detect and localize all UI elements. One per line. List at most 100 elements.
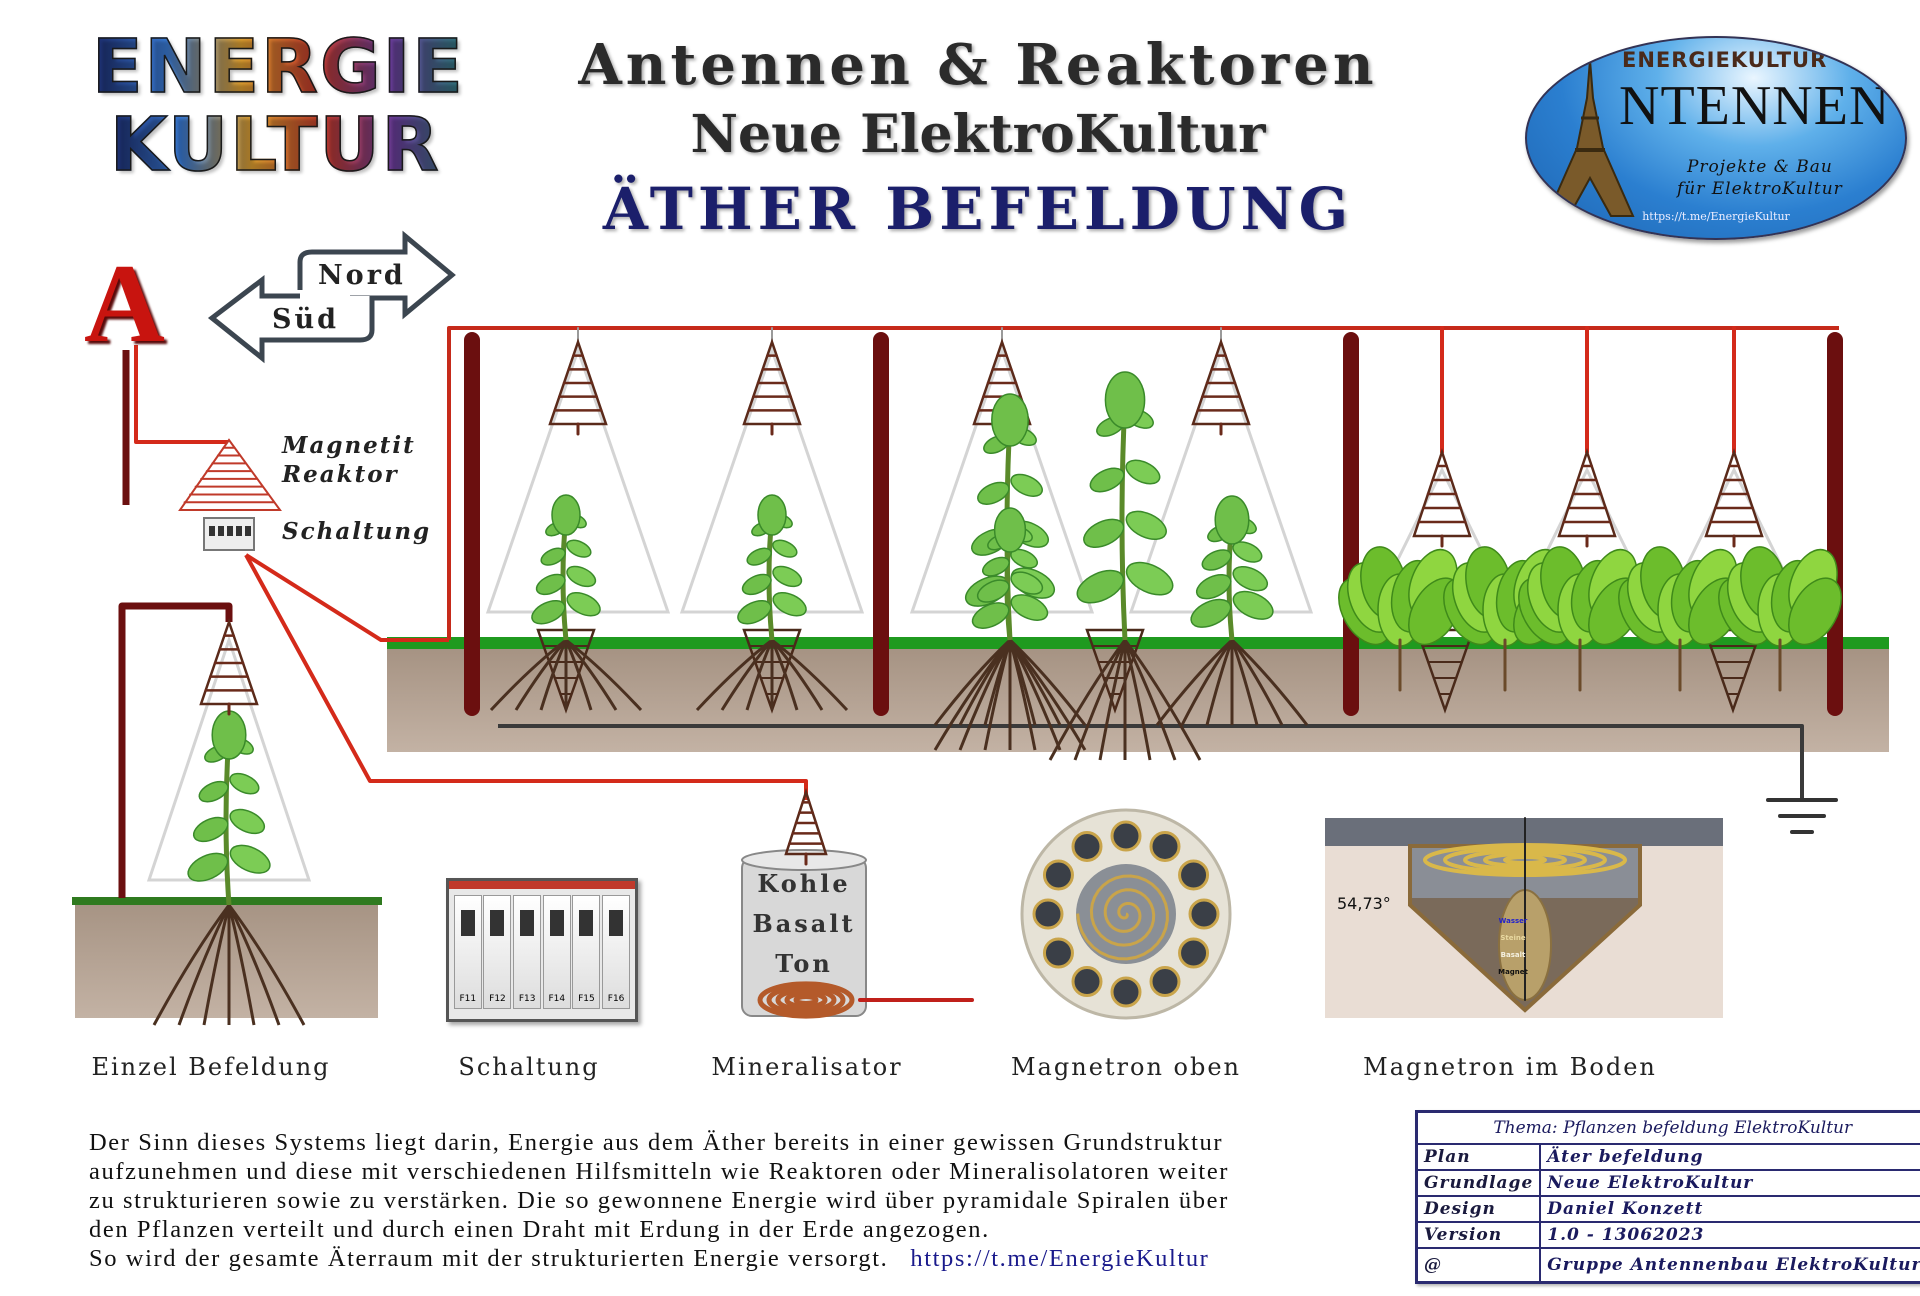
root xyxy=(770,639,824,711)
leaf xyxy=(1232,541,1263,563)
leaf xyxy=(198,780,229,803)
magnetit-label: Magnetit xyxy=(282,432,416,459)
fuse: F14 xyxy=(542,895,571,1009)
leaf xyxy=(566,591,601,617)
layer-basalt: Basalt xyxy=(752,909,856,938)
magnet-stone xyxy=(1032,898,1064,930)
north-arrow-icon xyxy=(297,230,456,320)
description-line: Der Sinn dieses Systems liegt darin, Ene… xyxy=(89,1129,1224,1156)
info-table-header: Thema: Pflanzen befeldung ElektroKultur xyxy=(1415,1110,1920,1145)
badge-url: https://t.me/EnergieKultur xyxy=(1642,210,1790,223)
reaktor-label: Reaktor xyxy=(282,461,399,488)
energiekultur-logo: ENERGIE KULTUR xyxy=(91,24,465,183)
magnet-stone xyxy=(1071,830,1103,862)
description-line: aufzunehmen und diese mit verschiedenen … xyxy=(89,1158,1230,1185)
wire-to-bed xyxy=(244,553,449,642)
leaf xyxy=(1125,561,1174,596)
root xyxy=(202,904,231,1026)
leaf xyxy=(971,602,1010,629)
leaf xyxy=(1232,590,1274,620)
copper-coil xyxy=(775,987,837,1013)
telegram-link[interactable]: https://t.me/EnergieKultur xyxy=(910,1245,1210,1272)
description-line: So wird der gesamte Äterraum mit der str… xyxy=(89,1245,889,1272)
leaf xyxy=(976,579,1010,603)
leaf xyxy=(229,772,260,795)
caption-magnetron-boden: Magnetron im Boden xyxy=(1363,1053,1657,1081)
magnet-stone xyxy=(1110,820,1142,852)
leaf xyxy=(551,494,581,536)
caption-einzel-befeldung: Einzel Befeldung xyxy=(91,1053,331,1081)
row-key: @ xyxy=(1415,1247,1542,1284)
main-wire xyxy=(447,326,1839,640)
magnet-stone xyxy=(1149,966,1181,998)
root xyxy=(1205,639,1234,726)
leaf xyxy=(1214,495,1250,545)
leaf xyxy=(772,591,807,617)
fuse: F12 xyxy=(483,895,512,1009)
root xyxy=(227,904,256,1026)
root xyxy=(1180,639,1234,726)
root xyxy=(983,639,1012,726)
root xyxy=(1123,639,1202,761)
leaf xyxy=(1201,549,1232,571)
copper-coil xyxy=(757,981,855,1019)
root xyxy=(1048,639,1127,761)
leaf xyxy=(991,393,1029,447)
leaf xyxy=(981,556,1010,577)
logo-line-1: ENERGIE xyxy=(91,24,465,110)
leaf xyxy=(531,599,566,625)
leaf xyxy=(1010,571,1044,595)
angle-label: 54,73° xyxy=(1337,894,1391,913)
table-row: @Gruppe Antennenbau ElektroKultur xyxy=(1415,1247,1920,1284)
row-key: Version xyxy=(1415,1221,1542,1249)
badge-subtitle-1: Projekte & Bau xyxy=(1686,157,1833,177)
leaf xyxy=(211,710,247,760)
north-label: Nord xyxy=(318,260,406,291)
copper-coil xyxy=(793,994,819,1006)
root xyxy=(1230,638,1309,726)
caption-schaltung: Schaltung xyxy=(458,1053,600,1081)
leaf xyxy=(772,539,798,558)
root xyxy=(565,638,643,712)
antenna-symbol: A xyxy=(84,242,165,366)
layer-magnet: Magnet xyxy=(1498,968,1528,976)
leaf xyxy=(229,808,266,835)
magnet-stone xyxy=(1178,859,1210,891)
leaf xyxy=(1190,598,1232,628)
root xyxy=(177,904,231,1026)
logo-line-2: KULTUR xyxy=(109,107,465,183)
reactor-wire xyxy=(134,345,230,444)
leaf xyxy=(746,547,772,566)
magnet-stone xyxy=(1071,966,1103,998)
fuse-label: F14 xyxy=(548,994,566,1004)
description-line: den Pflanzen verteilt und durch einen Dr… xyxy=(89,1216,990,1243)
switch-fuse xyxy=(236,526,242,536)
fuse-label: F12 xyxy=(489,994,506,1004)
leaf xyxy=(1195,573,1232,600)
leaf xyxy=(540,547,566,566)
fuse-label: F13 xyxy=(518,994,536,1004)
root xyxy=(1123,639,1177,761)
caption-magnetron-oben: Magnetron oben xyxy=(1010,1053,1242,1081)
leaf xyxy=(1232,565,1269,592)
fuse-label: F15 xyxy=(578,994,595,1004)
row-key: Plan xyxy=(1415,1143,1542,1171)
layer-kohle: Kohle xyxy=(757,869,851,898)
leaf xyxy=(1010,594,1049,621)
magnet-stone xyxy=(1149,830,1181,862)
title-line-3: ÄTHER BEFELDUNG xyxy=(602,175,1354,243)
root xyxy=(1008,639,1037,726)
row-key: Design xyxy=(1415,1195,1542,1223)
leaf xyxy=(741,573,772,596)
south-arrow-icon xyxy=(207,274,375,364)
fuse: F13 xyxy=(513,895,542,1009)
leaf xyxy=(757,494,787,536)
leaf xyxy=(1010,473,1043,497)
switch-fuse xyxy=(227,526,233,536)
root xyxy=(1123,639,1152,761)
